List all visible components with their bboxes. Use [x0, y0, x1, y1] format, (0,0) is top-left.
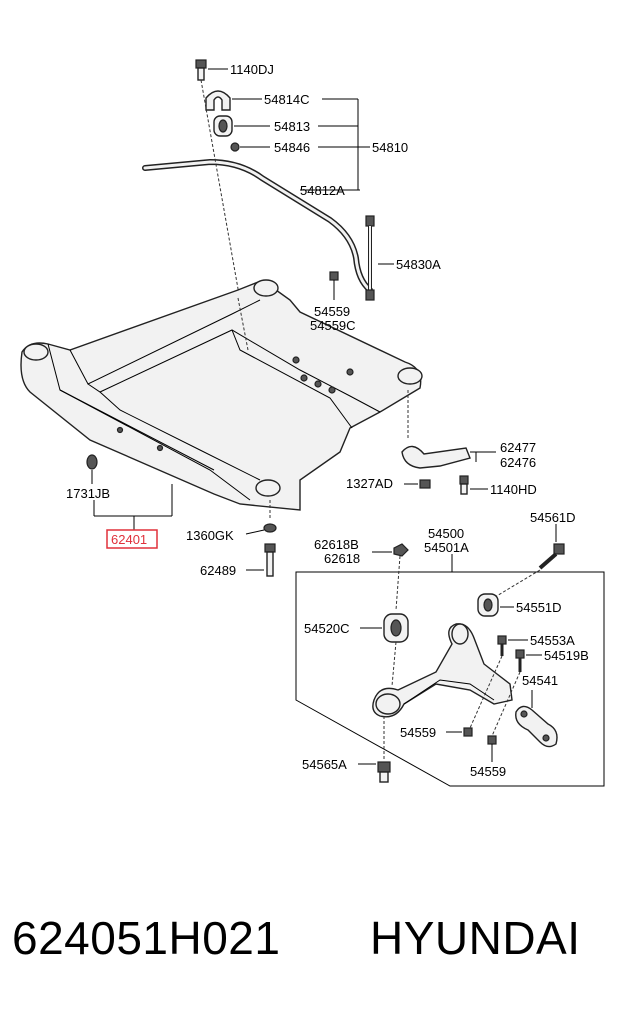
parts-diagram: 1140DJ 54814C 54813 54846 54810 54812A 5…	[20, 59, 605, 787]
mount-rear-right	[397, 367, 423, 385]
bracket-54814c	[205, 90, 231, 111]
lower-arm-assembly-box	[295, 554, 605, 787]
bolt-1140hd	[459, 475, 469, 495]
nut-62618b	[393, 543, 409, 557]
label-54559-right: 54559	[470, 764, 506, 779]
bushing-54520c	[383, 613, 409, 643]
bolt-1327ad	[419, 479, 431, 489]
label-54559-top: 54559	[314, 304, 350, 319]
label-54519b: 54519B	[544, 648, 589, 663]
mount-rear-left	[253, 279, 279, 297]
bolt-54561d	[538, 543, 565, 570]
label-54812a: 54812A	[300, 183, 345, 198]
label-54500: 54500	[428, 526, 464, 541]
mount-front-left	[23, 343, 49, 361]
highlight-box-62401	[106, 529, 158, 549]
bracket-62477	[401, 445, 471, 469]
label-62476: 62476	[500, 455, 536, 470]
crossmember-62401	[20, 279, 423, 511]
label-54830a: 54830A	[396, 257, 441, 272]
label-1140dj: 1140DJ	[230, 62, 274, 77]
label-62489: 62489	[200, 563, 236, 578]
footer: 624051H021 HYUNDAI	[0, 905, 620, 975]
part-number: 624051H021	[12, 912, 281, 964]
washer-1360gk	[263, 523, 277, 533]
stabilizer-link-54830a	[365, 215, 375, 301]
label-54520c: 54520C	[304, 621, 350, 636]
nut-54846	[230, 142, 240, 152]
label-62401: 62401	[111, 532, 147, 547]
bolt-1140dj	[195, 59, 207, 81]
label-54813: 54813	[274, 119, 310, 134]
label-62618: 62618	[324, 551, 360, 566]
nut-54559-left	[463, 727, 473, 737]
stabilizer-bar-group	[142, 59, 394, 301]
nut-54559-right	[487, 735, 497, 745]
bracket-54541	[515, 705, 558, 748]
label-1327ad: 1327AD	[346, 476, 393, 491]
label-54810: 54810	[372, 140, 408, 155]
nut-1731jb	[86, 454, 98, 470]
lower-control-arm-54500	[372, 623, 513, 718]
label-54814c: 54814C	[264, 92, 310, 107]
brand-name: HYUNDAI	[370, 912, 581, 964]
label-54565a: 54565A	[302, 757, 347, 772]
label-1731jb: 1731JB	[66, 486, 110, 501]
label-54553a: 54553A	[530, 633, 575, 648]
label-62618b: 62618B	[314, 537, 359, 552]
label-54561d: 54561D	[530, 510, 576, 525]
mount-front-right	[255, 479, 281, 497]
label-54559c: 54559C	[310, 318, 356, 333]
bushing-54551d	[477, 593, 499, 617]
label-54846: 54846	[274, 140, 310, 155]
bolt-54553a	[497, 635, 507, 656]
label-54501a: 54501A	[424, 540, 469, 555]
label-54559-left: 54559	[400, 725, 436, 740]
label-62477: 62477	[500, 440, 536, 455]
bushing-54813	[213, 115, 233, 137]
nut-54559-top	[329, 271, 339, 300]
label-54551d: 54551D	[516, 600, 562, 615]
label-1360gk: 1360GK	[186, 528, 234, 543]
label-1140hd: 1140HD	[490, 482, 537, 497]
bolt-62489	[264, 543, 276, 577]
bolt-54519b	[515, 649, 525, 672]
bolt-54565a	[377, 761, 391, 783]
label-54541: 54541	[522, 673, 558, 688]
